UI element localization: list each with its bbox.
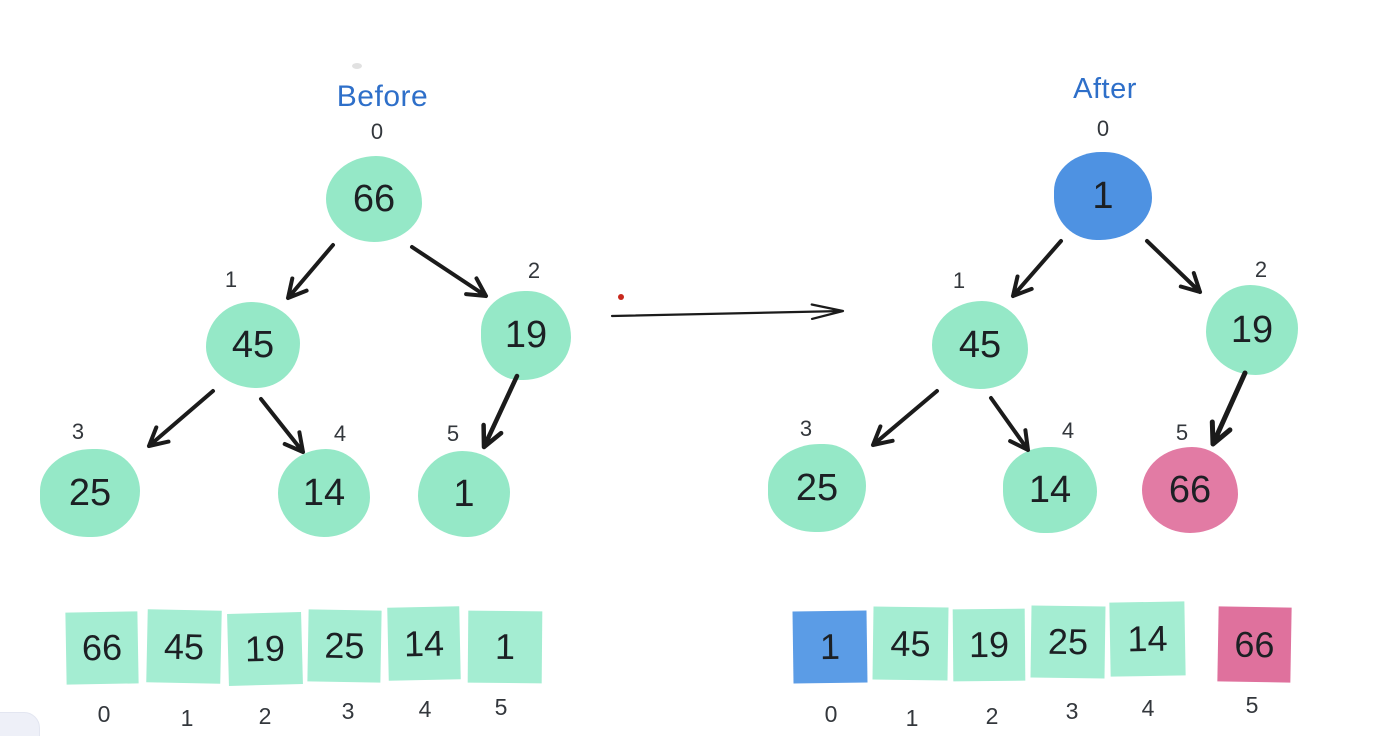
edge-arrow xyxy=(610,303,845,320)
smudge-mark xyxy=(352,63,362,69)
array-index: 3 xyxy=(1065,698,1079,724)
array-index: 5 xyxy=(1245,692,1259,718)
array-cell-value: 66 xyxy=(81,626,123,669)
tree-node-value: 14 xyxy=(302,471,346,514)
tree-node-index: 1 xyxy=(952,268,966,293)
array-index: 3 xyxy=(341,698,355,724)
tree-node-value: 45 xyxy=(231,323,275,366)
array-cell: 25 xyxy=(1030,605,1106,679)
array-cell-value: 25 xyxy=(1047,620,1089,663)
array-cell-value: 45 xyxy=(163,625,205,667)
tree-node-index: 5 xyxy=(1175,420,1189,445)
array-cell: 66 xyxy=(1217,606,1292,683)
tree-node-value: 66 xyxy=(1168,468,1212,511)
tree-node-value: 1 xyxy=(1092,174,1114,217)
tree-node-index: 4 xyxy=(333,421,347,446)
array-cell-value: 1 xyxy=(819,625,841,668)
array-cell: 45 xyxy=(146,609,222,684)
tree-node: 19 xyxy=(481,291,571,380)
tree-node-index: 4 xyxy=(1061,418,1075,443)
tree-node: 45 xyxy=(206,302,300,388)
array-index: 2 xyxy=(258,703,272,729)
array-cell: 19 xyxy=(952,608,1026,682)
tree-node-value: 14 xyxy=(1028,468,1072,511)
tree-node: 25 xyxy=(768,444,866,532)
tree-node-value: 45 xyxy=(958,323,1002,366)
array-cell-value: 19 xyxy=(244,627,286,670)
edge-arrow xyxy=(481,373,520,450)
tree-node: 45 xyxy=(932,301,1028,389)
array-cell: 14 xyxy=(387,606,461,681)
after-title: After xyxy=(1073,73,1137,105)
array-cell-value: 25 xyxy=(324,624,365,667)
edge-arrow xyxy=(410,245,488,298)
edge-arrow xyxy=(259,397,305,454)
array-cell: 66 xyxy=(65,611,139,685)
tree-node: 14 xyxy=(1003,447,1097,533)
tree-node-value: 25 xyxy=(68,471,112,514)
tree-node: 19 xyxy=(1206,285,1298,375)
tree-node: 1 xyxy=(418,451,510,537)
edge-arrow xyxy=(1011,239,1063,298)
tree-node: 66 xyxy=(326,156,422,242)
edge-arrow xyxy=(147,389,215,448)
tree-node-index: 2 xyxy=(527,258,541,283)
tree-node-index: 0 xyxy=(1096,116,1110,141)
array-cell: 1 xyxy=(792,610,868,684)
tree-node-index: 2 xyxy=(1254,257,1268,282)
tree-node-value: 66 xyxy=(352,177,396,220)
array-cell-value: 45 xyxy=(890,622,931,664)
tree-node-value: 25 xyxy=(795,466,839,509)
edge-arrow xyxy=(286,243,335,300)
array-cell-value: 14 xyxy=(1127,617,1168,660)
edge-arrow xyxy=(871,389,939,447)
array-index: 4 xyxy=(1141,695,1155,721)
tree-node: 14 xyxy=(278,449,370,537)
array-index: 0 xyxy=(824,701,838,727)
array-cell-value: 66 xyxy=(1234,623,1275,665)
array-cell-value: 1 xyxy=(494,625,516,668)
tree-node-value: 19 xyxy=(1230,308,1274,351)
tree-node-value: 19 xyxy=(504,314,548,356)
array-cell-value: 14 xyxy=(403,622,445,664)
array-index: 4 xyxy=(418,696,432,722)
array-index: 2 xyxy=(985,703,999,729)
tree-node-index: 1 xyxy=(224,267,238,292)
edge-arrow xyxy=(1145,239,1202,294)
array-cell: 14 xyxy=(1109,601,1186,677)
edge-arrow xyxy=(989,396,1030,452)
array-cell: 45 xyxy=(872,606,949,681)
array-cell: 1 xyxy=(467,610,543,684)
before-title: Before xyxy=(336,80,429,113)
tree-node-index: 3 xyxy=(71,419,85,444)
corner-tooltip-fragment xyxy=(0,712,40,736)
array-index: 1 xyxy=(905,705,919,731)
tree-node-index: 5 xyxy=(446,421,460,446)
array-cell: 19 xyxy=(227,612,303,686)
tree-node-value: 1 xyxy=(453,472,475,515)
array-index: 0 xyxy=(97,701,111,727)
array-cell: 25 xyxy=(307,609,382,683)
tree-node: 66 xyxy=(1142,447,1238,533)
array-index: 5 xyxy=(494,694,508,720)
tree-node-index: 0 xyxy=(370,119,384,144)
array-cell-value: 19 xyxy=(968,623,1010,666)
tree-node: 25 xyxy=(40,449,140,537)
tree-node-index: 3 xyxy=(799,416,813,441)
tree-node: 1 xyxy=(1054,152,1152,240)
edge-arrow xyxy=(1209,370,1248,447)
red-dot xyxy=(618,294,624,300)
array-index: 1 xyxy=(180,705,194,731)
